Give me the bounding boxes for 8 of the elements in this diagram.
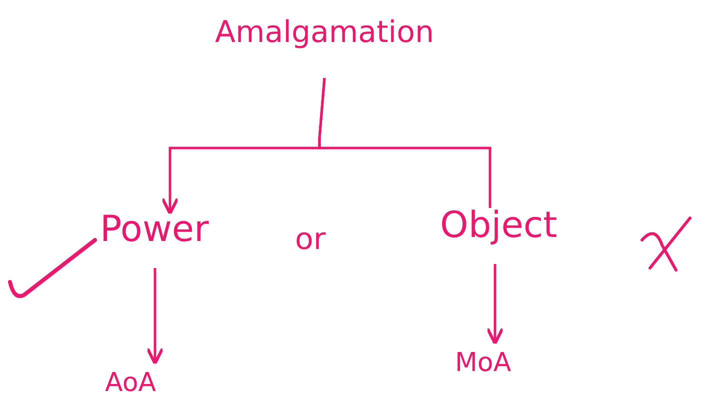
connector-word: or	[295, 225, 326, 255]
handwritten-word: AoA	[105, 370, 156, 396]
arrow	[146, 268, 164, 365]
handwritten-word: Object	[440, 208, 558, 244]
arrow	[486, 264, 504, 345]
handwritten-word: MoA	[455, 350, 512, 376]
handwritten-word: Amalgamation	[215, 18, 434, 48]
handwritten-word: Power	[100, 212, 209, 248]
